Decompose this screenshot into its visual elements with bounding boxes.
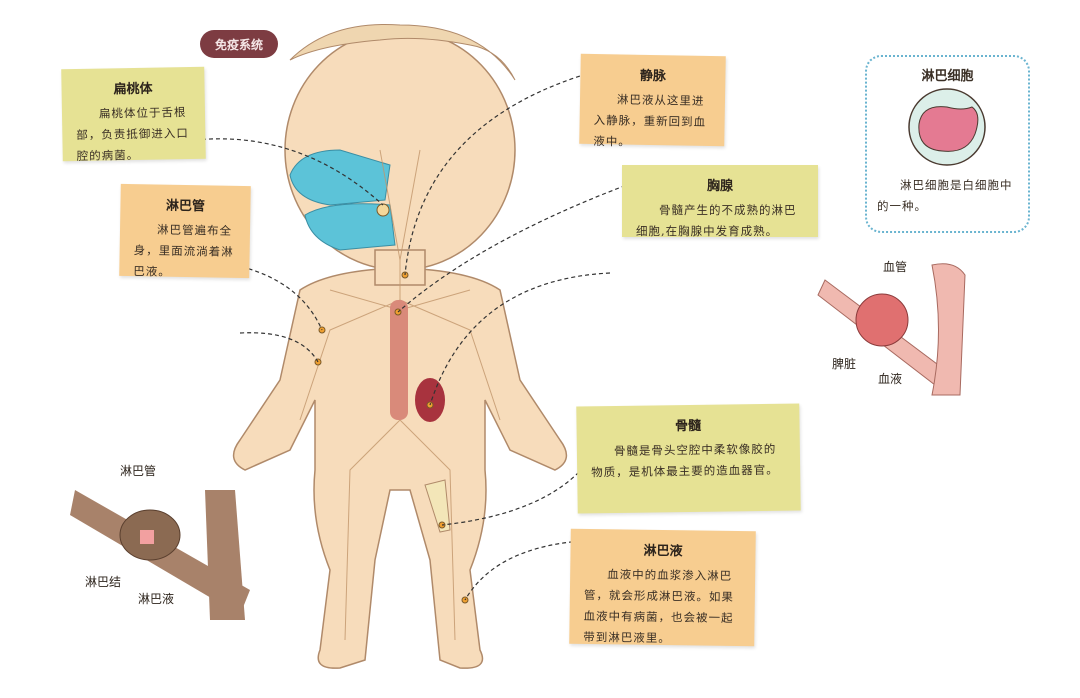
- lymph-fluid-title: 淋巴液: [643, 543, 683, 560]
- lymph-fluid-text: 血液中的血浆渗入淋巴管，就会形成淋巴液。如果血液中有病菌，也会被一起带到淋巴液里…: [583, 567, 734, 646]
- bone-marrow-text: 骨髓是骨头空腔中柔软像胶的物质，是机体最主要的造血器官。: [591, 441, 779, 480]
- lymph-vessel-note: 淋巴管 淋巴管遍布全身，里面流淌着淋巴液。: [119, 183, 251, 279]
- label-lymph-vessel: 淋巴管: [120, 464, 157, 478]
- bone-marrow-title: 骨髓: [674, 418, 702, 435]
- vein-note: 静脉 淋巴液从这里进入静脉，重新回到血液中。: [579, 53, 726, 149]
- nasal-cavity: [289, 149, 391, 206]
- tonsil-note: 扁桃体 扁桃体位于舌根部，负责抵御进入口腔的病菌。: [61, 66, 206, 163]
- spleen-illustration: [817, 263, 966, 396]
- vein-text: 淋巴液从这里进入静脉，重新回到血液中。: [593, 92, 707, 149]
- spleen-organ: [415, 378, 445, 422]
- lymph-vessel-title: 淋巴管: [165, 198, 206, 215]
- label-lymph-fluid: 淋巴液: [138, 592, 175, 606]
- thoracic-duct: [390, 300, 408, 420]
- vein-title: 静脉: [639, 68, 667, 85]
- label-blood-vessel: 血管: [883, 260, 908, 274]
- lymphocyte-title: 淋巴细胞: [921, 69, 974, 84]
- label-blood: 血液: [878, 372, 903, 386]
- lymphocyte-illustration: [908, 88, 986, 166]
- label-spleen: 脾脏: [832, 357, 857, 371]
- bone-marrow-note: 骨髓 骨髓是骨头空腔中柔软像胶的物质，是机体最主要的造血器官。: [576, 403, 801, 514]
- thymus-note: 胸腺 骨髓产生的不成熟的淋巴细胞,在胸腺中发育成熟。: [622, 165, 818, 238]
- thymus-title: 胸腺: [706, 179, 733, 194]
- tonsil-title: 扁桃体: [113, 81, 153, 98]
- hair: [289, 23, 516, 81]
- lymph-fluid-note: 淋巴液 血液中的血浆渗入淋巴管，就会形成淋巴液。如果血液中有病菌，也会被一起带到…: [569, 528, 756, 647]
- lymph-node-illustration: [70, 490, 250, 620]
- tonsil-text: 扁桃体位于舌根部，负责抵御进入口腔的病菌。: [76, 105, 189, 163]
- label-lymph-node: 淋巴结: [85, 575, 122, 589]
- lymphocyte-card: 淋巴细胞 淋巴细胞是白细胞中的一种。: [865, 55, 1030, 233]
- thymus-text: 骨髓产生的不成熟的淋巴细胞,在胸腺中发育成熟。: [636, 203, 797, 238]
- femur-bone: [424, 479, 451, 533]
- lymph-vessel-text: 淋巴管遍布全身，里面流淌着淋巴液。: [133, 222, 234, 279]
- lymphocyte-text: 淋巴细胞是白细胞中的一种。: [877, 178, 1013, 213]
- section-badge: 免疫系统: [200, 30, 278, 58]
